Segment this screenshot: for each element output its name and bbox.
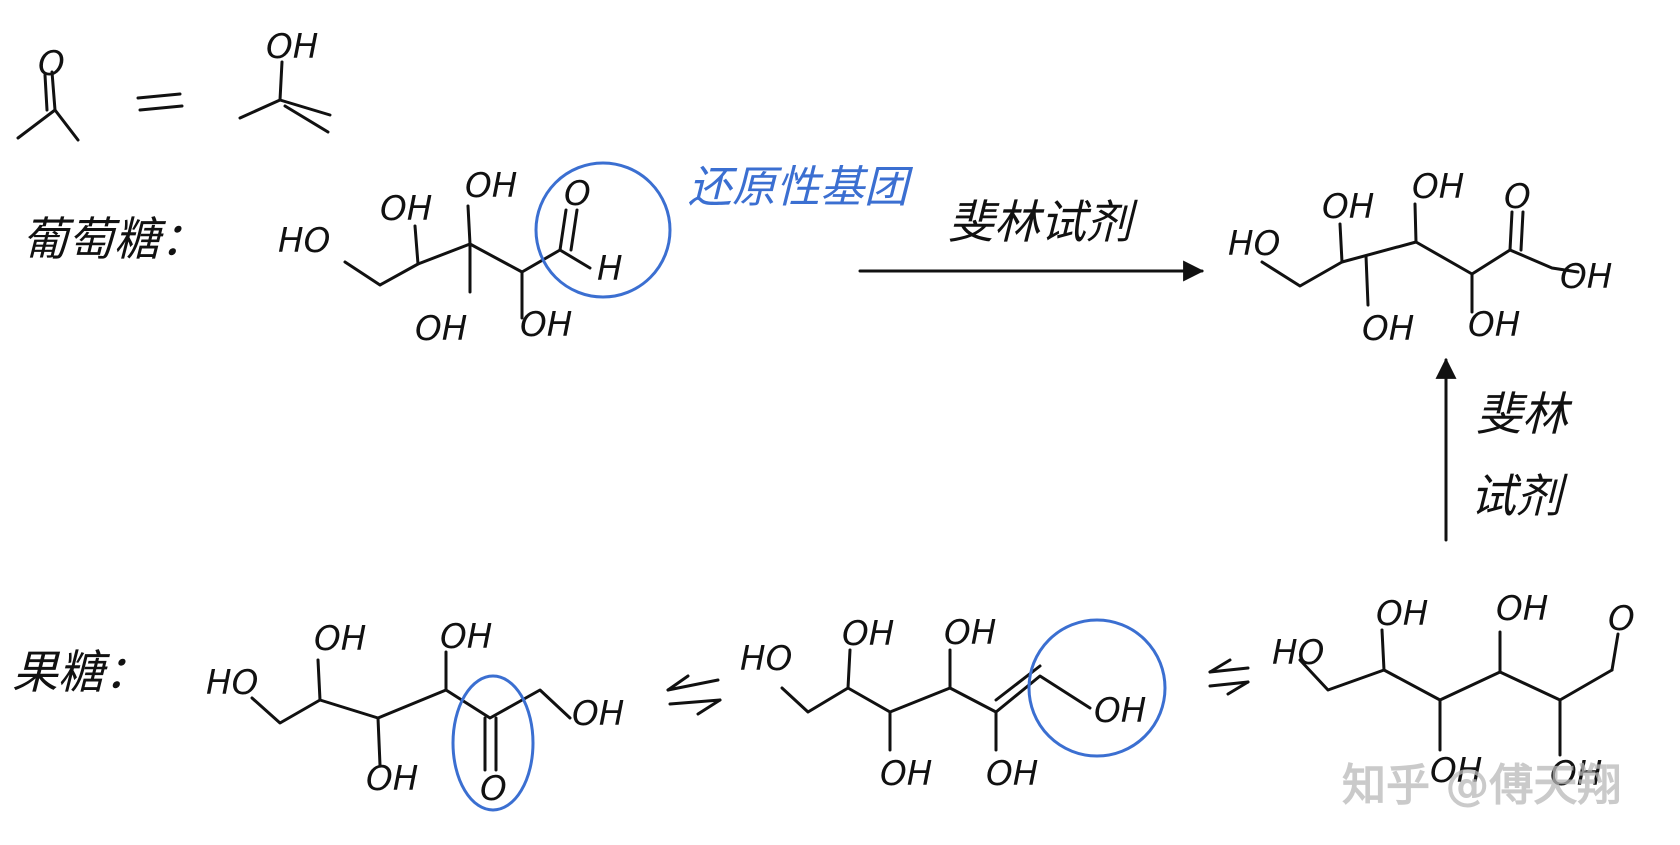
ketone-o-label: O <box>38 44 65 84</box>
equilibrium-arrow-2 <box>1208 658 1250 696</box>
enediol-oh-c4: OH <box>880 754 932 794</box>
reducing-group-label: 还原性基团 <box>688 162 914 213</box>
glucose-open-chain-structure: HO OH OH OH OH O <box>1272 589 1635 794</box>
equilibrium-arrow-top <box>136 92 182 100</box>
enediol-oh-c6: OH <box>986 754 1038 794</box>
glucose-oh-c5: OH <box>520 305 572 345</box>
glucose-aldehyde-o: O <box>564 174 591 214</box>
enol-skeleton <box>238 98 332 120</box>
fructose-label: 果糖： <box>12 645 150 699</box>
glucose-label: 葡萄糖： <box>22 212 206 266</box>
gluconic-carbonyl-o: O <box>1504 177 1531 217</box>
glucose-structure: 葡萄糖： HO OH OH OH OH O H 还原性基团 <box>22 161 914 349</box>
enediol-oh-c3: OH <box>842 614 894 654</box>
gluconic-acid-structure: HO OH OH OH OH O OH <box>1228 167 1612 349</box>
glucose-chain-ho: HO <box>1272 633 1324 673</box>
enediol-oh-c1: OH <box>1094 691 1146 731</box>
tautomer-example: O OH <box>16 27 332 142</box>
gluconic-oh-c2: OH <box>1322 187 1374 227</box>
glucose-chain-aldehyde-o: O <box>1608 599 1635 639</box>
fehling-label-right-line1: 斐林 <box>1476 387 1573 441</box>
ketone-highlight-ellipse <box>451 674 535 812</box>
fructose-oh-c5: OH <box>440 617 492 657</box>
enediol-highlight-circle <box>1027 618 1167 758</box>
gluconic-ho: HO <box>1228 224 1280 264</box>
gluconic-oh-c4: OH <box>1412 167 1464 207</box>
enediol-ho: HO <box>740 639 792 679</box>
fehling-label-top: 斐林试剂 <box>948 195 1138 249</box>
fehling-label-right-line2: 试剂 <box>1470 469 1568 523</box>
glucose-chain-oh-c3: OH <box>1430 751 1482 791</box>
fructose-oh-c4: OH <box>366 759 418 799</box>
enediol-structure: HO OH OH OH OH OH <box>740 613 1167 794</box>
gluconic-oh-c3: OH <box>1362 309 1414 349</box>
glucose-oh-c2: OH <box>380 189 432 229</box>
glucose-oh-c4: OH <box>465 166 517 206</box>
fructose-ho: HO <box>206 663 258 703</box>
ketone-skeleton <box>16 108 80 142</box>
glucose-chain-oh-c5: OH <box>1550 754 1602 794</box>
glucose-chain-oh-c2: OH <box>1376 594 1428 634</box>
top-reaction-arrow: 斐林试剂 <box>858 195 1205 282</box>
equilibrium-arrow-1 <box>666 674 722 716</box>
fructose-structure: 果糖： HO OH OH OH O OH <box>12 617 624 812</box>
glucose-oh-c3: OH <box>415 309 467 349</box>
gluconic-oh-c5: OH <box>1468 305 1520 345</box>
fructose-ketone-o: O <box>480 769 507 809</box>
enediol-oh-c5: OH <box>944 613 996 653</box>
glucose-aldehyde-h: H <box>597 249 623 289</box>
right-reaction-arrow: 斐林 试剂 <box>1435 357 1573 542</box>
glucose-ho: HO <box>278 221 330 261</box>
enol-oh-label: OH <box>266 27 318 67</box>
fructose-oh-c1: OH <box>572 694 624 734</box>
aldehyde-highlight-circle <box>534 161 672 299</box>
gluconic-acid-oh: OH <box>1560 257 1612 297</box>
watermark: 知乎 @傅天翔 <box>1342 760 1621 811</box>
glucose-chain-oh-c4: OH <box>1496 589 1548 629</box>
fructose-oh-c3: OH <box>314 619 366 659</box>
